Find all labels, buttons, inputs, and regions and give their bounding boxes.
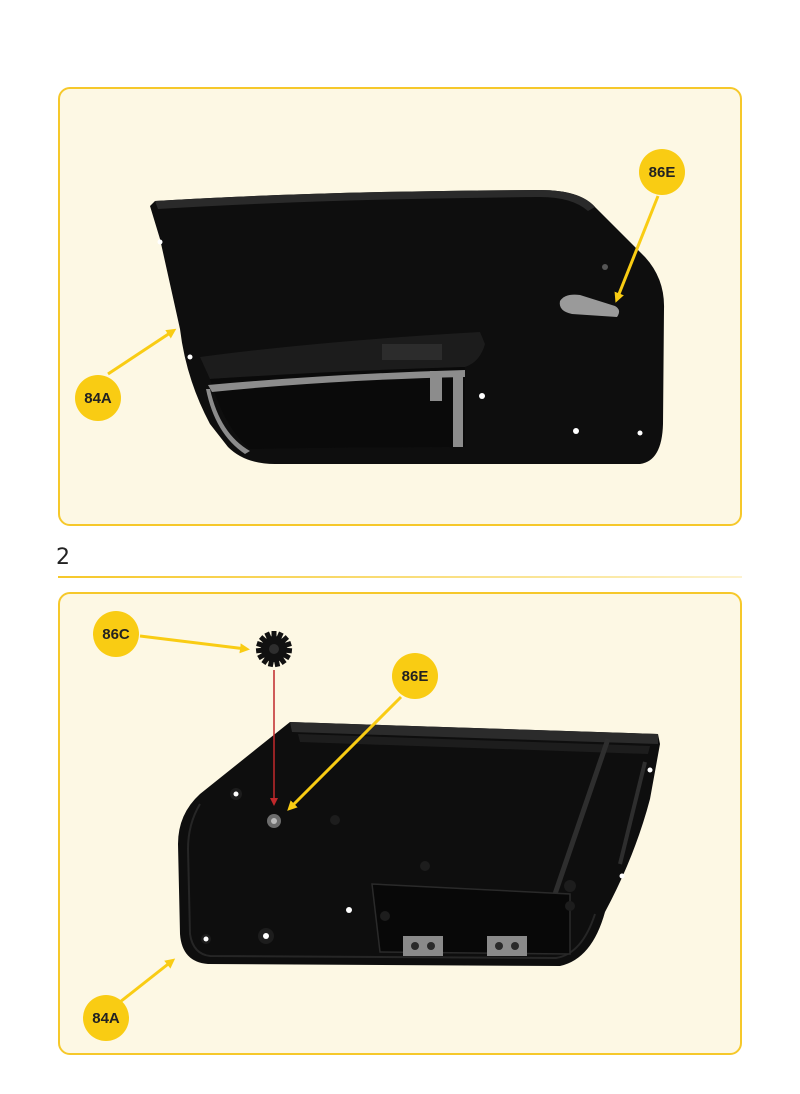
step-2-panel: 86C 86E 84A [58, 592, 742, 1055]
callout-arrow-84A [119, 958, 176, 1004]
svg-text:86E: 86E [649, 164, 676, 181]
callout-arrow-84A [107, 328, 177, 376]
svg-text:86C: 86C [102, 626, 130, 643]
door-handle-86E [559, 294, 620, 317]
step-number: 2 [56, 545, 71, 570]
door-panel-84A [150, 190, 665, 464]
gear-86C [255, 631, 293, 668]
step-2-illustration: 86C 86E 84A [83, 611, 660, 1041]
hinge-blocks [403, 936, 527, 956]
callout-86E: 86E [392, 653, 438, 699]
callout-86C: 86C [93, 611, 139, 657]
callout-84A: 84A [83, 995, 129, 1041]
svg-text:84A: 84A [84, 390, 112, 407]
callout-arrow-86E [614, 195, 660, 303]
door-panel-84A [178, 722, 660, 966]
step-1-panel: 86E 84A [58, 87, 742, 526]
step-divider [58, 576, 742, 578]
svg-text:86E: 86E [402, 668, 429, 685]
svg-text:84A: 84A [92, 1010, 120, 1027]
callout-arrow-86E [287, 695, 403, 811]
callout-86E: 86E [639, 149, 685, 195]
callout-arrow-86C [139, 634, 250, 654]
handle-grille [382, 344, 442, 360]
callout-84A: 84A [75, 375, 121, 421]
step-1-illustration: 86E 84A [75, 149, 685, 464]
